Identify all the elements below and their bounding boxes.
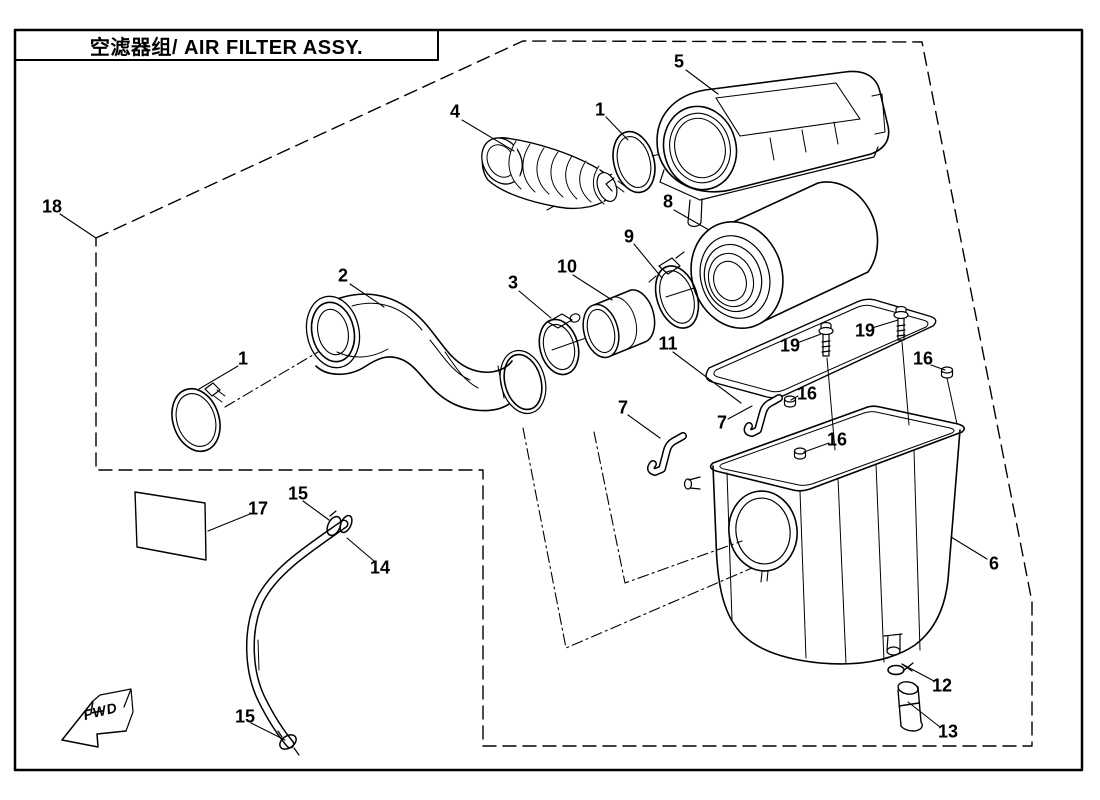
part-6-airbox-housing <box>683 405 966 665</box>
part-15-clamps <box>277 510 353 756</box>
part-label-16-14: 16 <box>796 383 818 404</box>
fwd-arrow <box>61 688 134 748</box>
part-label-19-11: 19 <box>779 335 801 356</box>
part-17-sticker <box>134 491 207 561</box>
part-label-15-22: 15 <box>287 483 309 504</box>
part-label-17-21: 17 <box>247 498 269 519</box>
part-label-12-19: 12 <box>931 675 953 696</box>
part-label-8-4: 8 <box>662 191 674 212</box>
part-14-drain-hose <box>245 519 349 749</box>
part-3-clamp <box>538 313 581 376</box>
assembly-boundary-18 <box>95 40 1033 747</box>
part-label-2-8: 2 <box>337 265 349 286</box>
part-label-1-2: 1 <box>594 99 606 120</box>
part-8-filter-element <box>690 181 879 330</box>
part-label-10-6: 10 <box>556 256 578 277</box>
part-label-16-15: 16 <box>826 429 848 450</box>
part-19-bolts <box>818 305 909 357</box>
part-label-4-1: 4 <box>449 101 461 122</box>
part-9-clamp-filter <box>648 251 700 329</box>
part-1-clamp-left <box>171 382 226 453</box>
part-1-clamp-top <box>605 130 656 194</box>
part-label-3-7: 3 <box>507 272 519 293</box>
part-5-airbox-cover <box>656 70 890 228</box>
part-label-14-23: 14 <box>369 557 391 578</box>
leader-lines <box>59 69 988 741</box>
diagram-title: 空滤器组/ AIR FILTER ASSY. <box>89 36 364 59</box>
part-label-9-5: 9 <box>623 226 635 247</box>
part-11-gasket <box>705 298 937 399</box>
part-label-18-0: 18 <box>41 196 63 217</box>
part-7-clips <box>646 394 783 476</box>
part-label-7-17: 7 <box>716 412 728 433</box>
page-border <box>13 28 1084 772</box>
part-label-6-18: 6 <box>988 553 1000 574</box>
title-box: 空滤器组/ AIR FILTER ASSY. <box>15 30 438 60</box>
part-10-connector-sleeve <box>582 289 656 359</box>
part-label-16-13: 16 <box>912 348 934 369</box>
part-label-5-3: 5 <box>673 51 685 72</box>
part-13-drain-cap <box>897 681 923 732</box>
part-label-15-24: 15 <box>234 706 256 727</box>
part-label-19-12: 19 <box>854 320 876 341</box>
part-label-1-9: 1 <box>237 348 249 369</box>
part-label-13-20: 13 <box>937 721 959 742</box>
part-label-11-10: 11 <box>658 333 678 354</box>
part-label-7-16: 7 <box>617 397 629 418</box>
part-2-intake-duct <box>305 293 547 415</box>
